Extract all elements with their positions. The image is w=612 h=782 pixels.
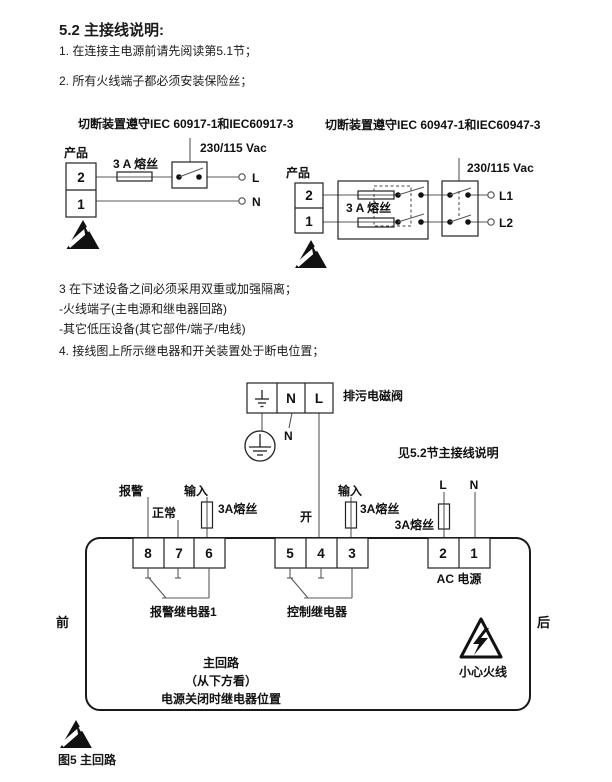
voltage-label: 230/115 Vac [200, 141, 267, 155]
product-terminal-block: 2 1 [65, 162, 97, 218]
diagram-iec60947: 切断装置遵守IEC 60947-1和IEC60947-3 产品 230/115 … [286, 117, 541, 268]
terminal-5: 5 [286, 546, 294, 561]
front-label: 前 [56, 615, 69, 630]
terminal-l: L [315, 391, 323, 406]
diagram-iec60917: 切断装置遵守IEC 60917-1和IEC60917-3 产品 230/115 … [64, 116, 294, 249]
disconnect-switch [441, 180, 479, 237]
esd-warning-icon [60, 720, 92, 748]
ground-icon [255, 390, 269, 408]
high-voltage-warning-icon [459, 617, 503, 659]
circuit-note-1: 主回路 [203, 655, 240, 670]
line2-terminal [487, 218, 495, 226]
line-terminal [238, 173, 246, 181]
section-heading: 5.2 主接线说明: [59, 22, 165, 39]
neutral-label: N [252, 195, 261, 209]
ac-power-label: AC 电源 [437, 571, 482, 586]
instruction-1: 1. 在连接主电源前请先阅读第5.1节； [59, 44, 258, 58]
rear-label: 后 [537, 615, 550, 630]
fuse3-label: 3A熔丝 [395, 517, 434, 532]
control-relay-label: 控制继电器 [287, 604, 348, 619]
alarm-relay-contacts [145, 568, 210, 599]
solenoid-terminal-block: N L [246, 382, 334, 414]
earth-ground-icon [244, 430, 276, 462]
product-terminal-block: 2 1 [294, 182, 324, 234]
diagram-title: 切断装置遵守IEC 60917-1和IEC60917-3 [78, 116, 294, 131]
instruction-2: 2. 所有火线端子都必须安装保险丝； [59, 74, 253, 88]
instruction-3a: -火线端子(主电源和继电器回路) [59, 302, 227, 316]
neutral-terminal [238, 197, 246, 205]
terminal-1: 1 [77, 197, 85, 212]
voltage-label: 230/115 Vac [467, 161, 534, 175]
fuse-symbol [116, 171, 153, 182]
alarm-relay-label: 报警继电器1 [150, 604, 217, 619]
open-label: 开 [300, 510, 312, 524]
control-relay-contacts [287, 568, 353, 599]
esd-warning-icon [295, 240, 327, 268]
line2-label: L2 [499, 216, 513, 230]
fuse-symbol [357, 217, 395, 228]
terminal-2: 2 [305, 188, 313, 203]
instruction-3b: -其它低压设备(其它部件/端子/电线) [59, 322, 246, 336]
terminal-8: 8 [144, 546, 152, 561]
fuse2-label: 3A熔丝 [360, 501, 399, 516]
line-label: L [252, 171, 259, 185]
line1-label: L1 [499, 189, 513, 203]
input-left-label: 输入 [184, 483, 208, 498]
product-label: 产品 [64, 145, 88, 160]
input-right-label: 输入 [338, 483, 362, 498]
earth-n-label: N [284, 429, 293, 443]
fused-switch-box: 3 A 熔丝 [337, 180, 429, 240]
figure-caption: 图5 主回路 [58, 753, 117, 767]
terminal-1: 1 [470, 546, 478, 561]
disconnect-switch [171, 161, 208, 189]
terminal-6: 6 [205, 546, 213, 561]
caution-label: 小心火线 [459, 664, 507, 679]
instruction-4: 4. 接线图上所示继电器和开关装置处于断电位置； [59, 344, 325, 358]
diagram-title: 切断装置遵守IEC 60947-1和IEC60947-3 [325, 117, 541, 132]
fuse-label: 3 A 熔丝 [113, 156, 158, 171]
circuit-note-3: 电源关闭时继电器位置 [161, 691, 281, 706]
alarm-relay-terminal-block: 8 7 6 [132, 537, 226, 569]
main-circuit-diagram: N L 排污电磁阀 N 见5.2节主接线说明 报警 正常 输入 3A熔丝 开 输… [56, 382, 550, 748]
see-note: 见5.2节主接线说明 [398, 445, 499, 460]
alarm-label: 报警 [119, 483, 143, 498]
fuse-label: 3 A 熔丝 [346, 200, 391, 215]
terminal-1: 1 [305, 214, 313, 229]
terminal-2: 2 [439, 546, 447, 561]
instruction-3: 3 在下述设备之间必须采用双重或加强隔离； [59, 282, 298, 296]
wires [96, 138, 240, 202]
terminal-2: 2 [77, 170, 85, 185]
circuit-note-2: （从下方看） [185, 673, 257, 688]
neutral-label: N [470, 478, 479, 492]
fuse-symbol [357, 190, 395, 200]
line-label: L [439, 478, 446, 492]
terminal-3: 3 [348, 546, 356, 561]
line1-terminal [487, 191, 495, 199]
normal-label: 正常 [152, 505, 176, 520]
terminal-n: N [286, 391, 296, 406]
terminal-7: 7 [175, 546, 183, 561]
terminal-4: 4 [317, 546, 325, 561]
esd-warning-icon [67, 220, 100, 249]
fuse1-label: 3A熔丝 [218, 501, 257, 516]
product-label: 产品 [286, 165, 310, 180]
control-relay-terminal-block: 5 4 3 [274, 537, 369, 569]
solenoid-valve-label: 排污电磁阀 [343, 388, 403, 403]
ac-power-terminal-block: 2 1 [427, 537, 491, 569]
